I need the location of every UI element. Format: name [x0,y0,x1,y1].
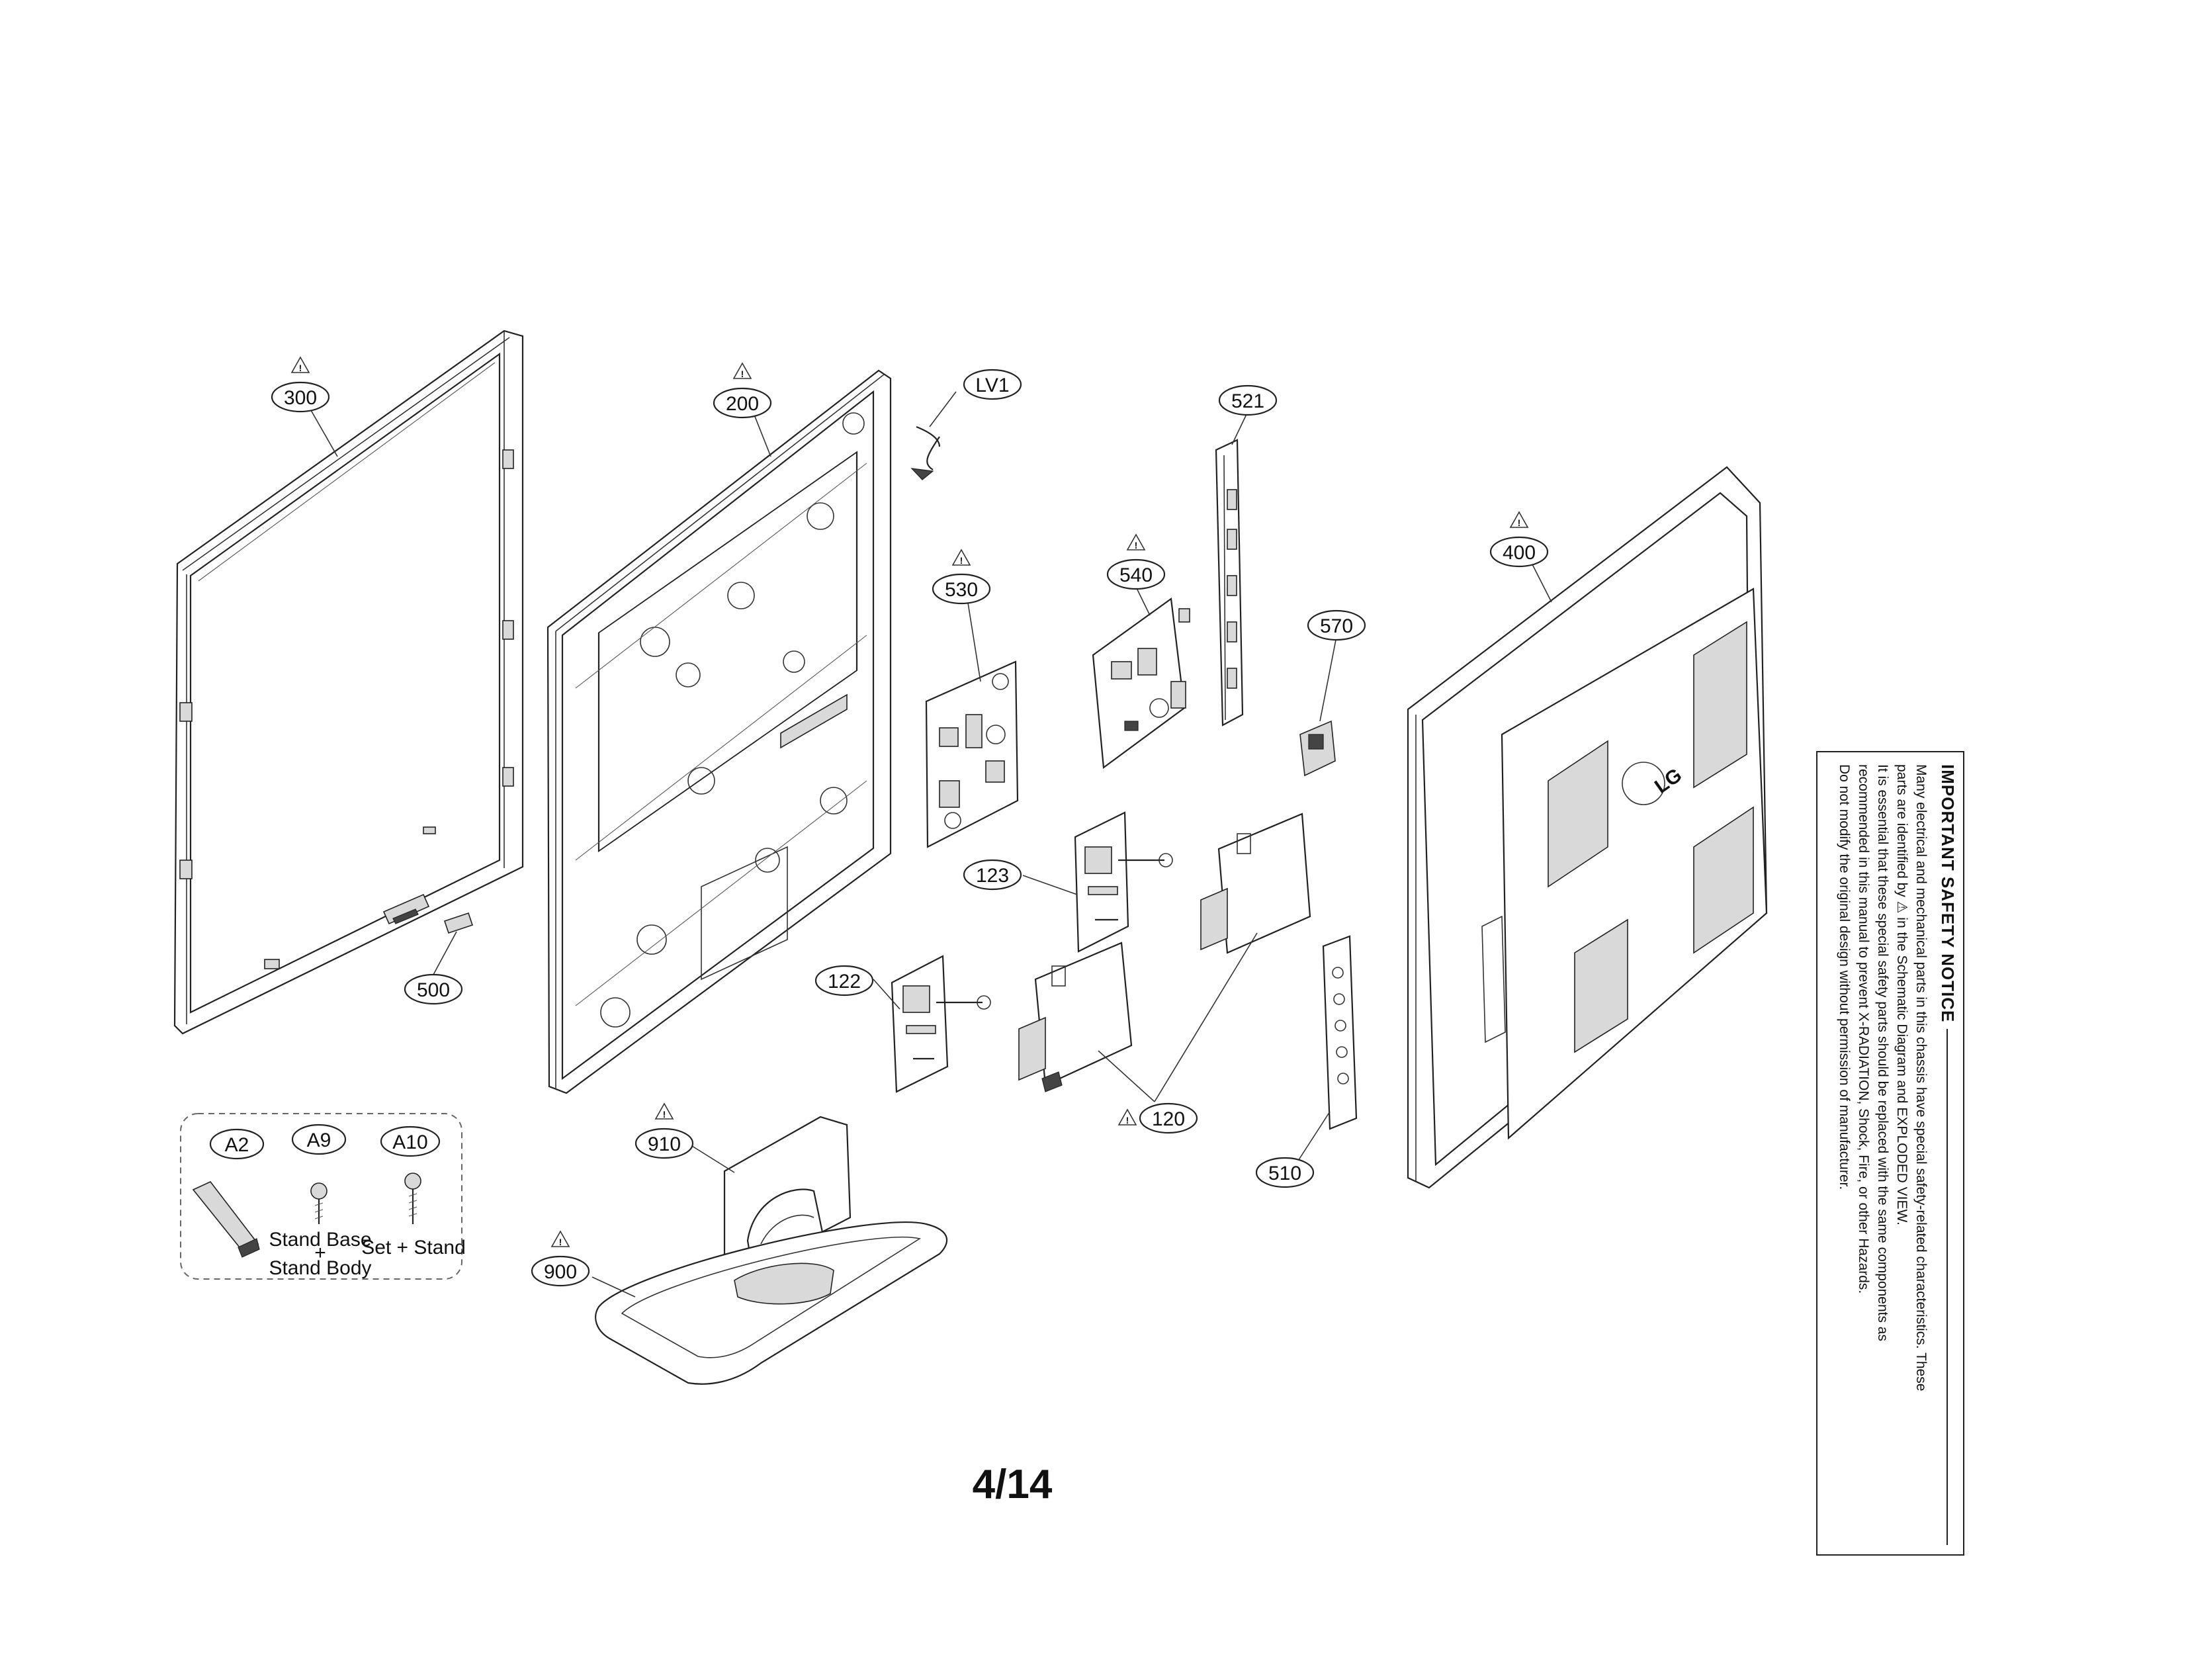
callout-570: 570 [1307,609,1366,641]
callout-200: 200 ! [713,362,772,419]
speaker-120-upper [1200,813,1311,954]
backlight-frame-200 [547,369,892,1094]
svg-text:!: ! [960,555,963,566]
callout-900: 900 ! [531,1230,590,1287]
callout-530: 530 ! [932,549,991,605]
callout-a10: A10 [380,1126,441,1157]
speaker-bracket-123 [1074,811,1173,953]
front-bezel-300 [173,330,524,1035]
a9-caption-line3: Stand Body [269,1257,371,1279]
safety-notice-content: IMPORTANT SAFETY NOTICE Many electrical … [1825,764,1958,1545]
a9-caption-line2: + [314,1242,326,1264]
safety-line-5: Do not modify the original design withou… [1837,764,1852,1190]
callout-910: 910 ! [635,1102,694,1159]
back-cover-400: LG [1407,466,1768,1189]
warning-icon: ! [951,549,971,566]
svg-text:120: 120 [1152,1108,1185,1130]
lv1-rotate-arrow [910,425,941,480]
svg-text:500: 500 [417,979,450,1001]
safety-line-4: recommended in this manual to prevent X-… [1856,764,1871,1294]
accessory-box: Stand Base + Stand Body Set + Stand [180,1113,466,1280]
main-board-540 [1092,597,1190,770]
safety-line-3: It is essential that these special safet… [1875,764,1890,1341]
lg-logo-circle [1622,762,1665,805]
safety-notice-box: IMPORTANT SAFETY NOTICE Many electrical … [1816,751,1964,1556]
callout-540: 540 ! [1106,533,1166,590]
warning-icon: ! [732,362,752,379]
svg-text:530: 530 [945,579,978,601]
callout-120: 120 ! [1117,1102,1198,1134]
svg-text:900: 900 [544,1261,577,1283]
svg-text:540: 540 [1119,564,1153,586]
svg-text:300: 300 [284,387,317,409]
a10-caption: Set + Stand [361,1237,466,1259]
safety-line-1: Many electrical and mechanical parts in … [1913,764,1929,1392]
warning-icon: ! [1509,511,1529,528]
callout-400: 400 ! [1489,511,1549,568]
a9-caption-line1: Stand Base [269,1229,371,1251]
screw-a9-icon [310,1182,328,1224]
svg-text:!: ! [1126,1115,1129,1126]
callout-a9: A9 [291,1124,347,1155]
speaker-bracket-122 [891,955,991,1093]
page-number: 4/14 [972,1462,1053,1507]
svg-text:!: ! [559,1237,562,1247]
module-570 [1299,720,1336,777]
svg-text:A9: A9 [307,1129,331,1151]
terminal-bracket-521 [1215,439,1244,727]
svg-text:570: 570 [1320,615,1353,637]
svg-text:910: 910 [648,1133,681,1155]
svg-text:!: ! [1135,540,1138,551]
warning-icon: ! [1126,533,1146,551]
key-strip-510 [1322,935,1358,1130]
stand-base-900 [595,1221,948,1385]
svg-text:!: ! [1518,517,1521,528]
warning-icon: ! [654,1102,674,1120]
warning-icon: ! [550,1230,570,1247]
screw-a10-icon [404,1172,421,1224]
callout-a2: A2 [209,1128,265,1160]
callout-500: 500 [404,973,463,1005]
svg-text:400: 400 [1503,542,1536,564]
svg-text:510: 510 [1268,1163,1301,1184]
svg-text:!: ! [741,369,744,379]
warning-icon: ! [290,356,310,373]
callout-510: 510 [1255,1157,1315,1188]
svg-text:122: 122 [828,971,861,993]
svg-text:A2: A2 [225,1134,249,1156]
ir-board-500 [382,893,474,934]
callout-123: 123 [963,859,1022,891]
svg-text:!: ! [663,1109,666,1120]
callout-122: 122 [814,965,874,996]
callout-lv1: LV1 [963,369,1022,400]
warning-icon: ! [1117,1108,1137,1126]
power-board-530 [925,660,1019,848]
svg-text:123: 123 [976,865,1009,887]
title-rule [1947,1029,1948,1545]
svg-text:!: ! [299,363,302,373]
callout-300: 300 ! [271,356,330,413]
svg-text:A10: A10 [392,1131,427,1153]
safety-notice-title-text: IMPORTANT SAFETY NOTICE [1938,764,1958,1023]
svg-text:521: 521 [1231,390,1264,412]
callout-521: 521 [1218,384,1278,416]
svg-text:LV1: LV1 [975,375,1009,396]
leader-lines [310,391,1552,1298]
safety-line-2: parts are identified by ⚠ in the Schemat… [1894,764,1909,1225]
svg-text:200: 200 [726,393,759,415]
safety-notice-title: IMPORTANT SAFETY NOTICE [1937,764,1958,1545]
speaker-120-lower [1018,942,1133,1092]
